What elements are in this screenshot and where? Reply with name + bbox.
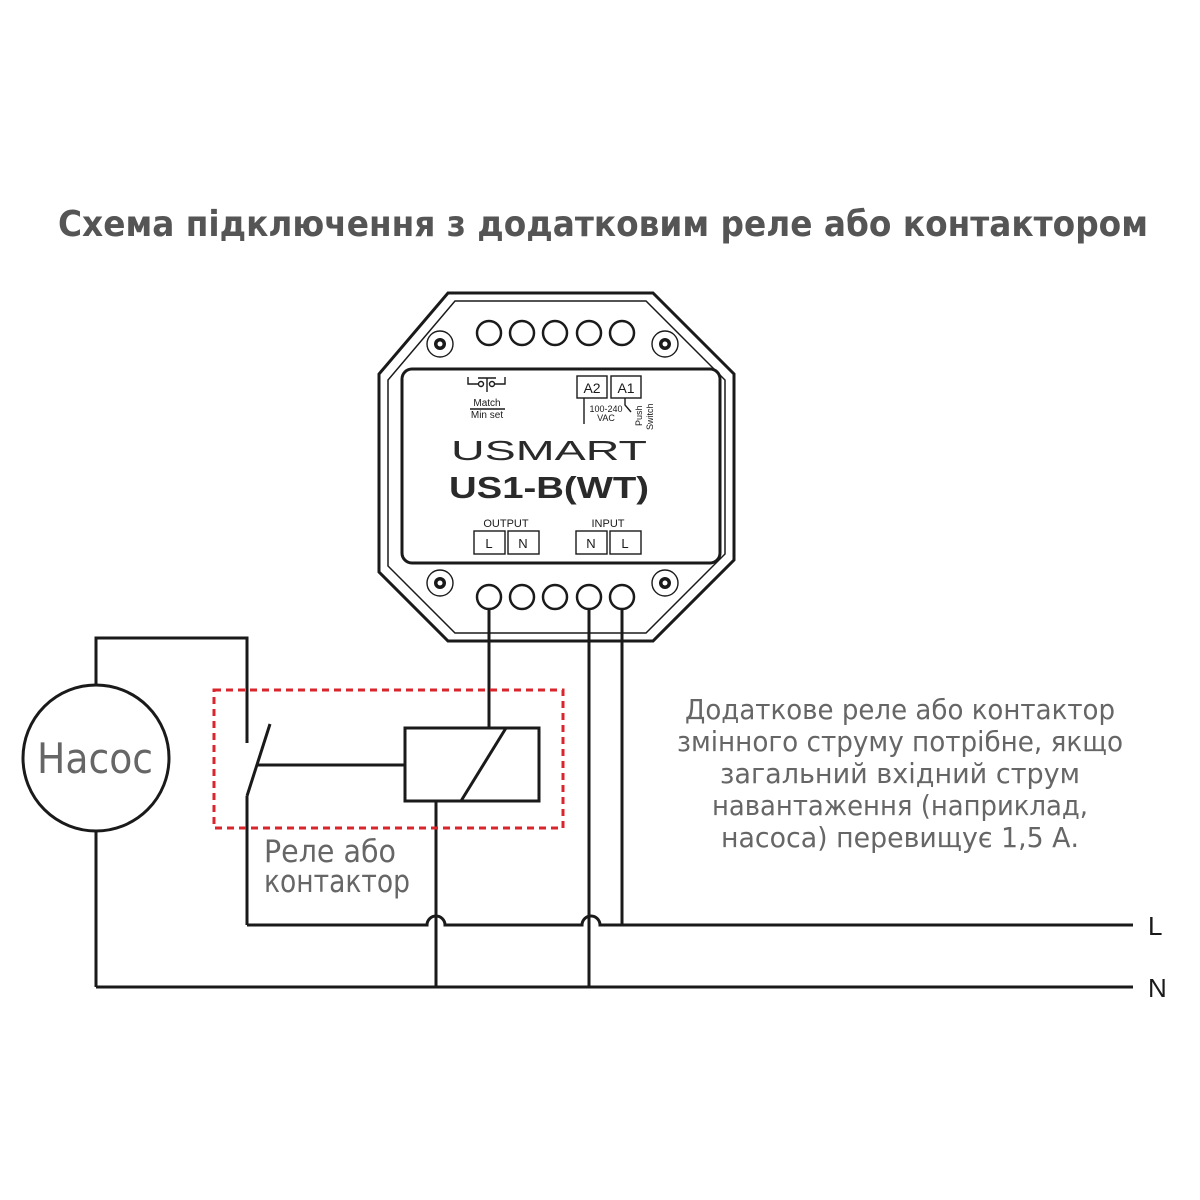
note-line-1: Додаткове реле або контактор [685, 693, 1115, 726]
device-front-panel [400, 367, 722, 565]
device-inner-shell [387, 300, 726, 634]
screw-top-right [651, 330, 679, 358]
model-label: US1-B(WT) [449, 470, 649, 505]
push-label: Push [634, 405, 644, 426]
input-label: INPUT [592, 518, 625, 530]
contact-top-wire [94, 636, 249, 743]
note-paragraph: Додаткове реле або контактор змінного ст… [677, 693, 1123, 854]
output-label: OUTPUT [483, 518, 529, 530]
voltage-label: 100-240 [589, 404, 622, 414]
terminal-top-2 [508, 319, 536, 347]
terminal-input-l [608, 583, 636, 611]
line-l-wire [247, 914, 1133, 927]
relay-dashed-box [212, 688, 565, 830]
terminal-unused [541, 583, 569, 611]
terminal-top-3 [541, 319, 569, 347]
note-line-5: насоса) перевищує 1,5 А. [721, 821, 1079, 854]
terminal-top-5 [608, 319, 636, 347]
relay-label-line2: контактор [264, 864, 410, 900]
terminal-label-a2: A2 [583, 380, 600, 396]
min-set-label: Min set [471, 410, 503, 421]
switch-label: Switch [645, 403, 655, 430]
relay-coil [403, 726, 541, 803]
relay-coil-slash [459, 727, 508, 802]
brand-label: USMART [451, 435, 647, 466]
pump-label: Насос [37, 734, 153, 783]
terminal-top-1 [475, 319, 503, 347]
terminal-top-4 [575, 319, 603, 347]
bottom-terminals [475, 583, 636, 611]
terminal-label-a1: A1 [617, 380, 634, 396]
input-l-label: L [621, 536, 628, 551]
diagram-title: Схема підключення з додатковим реле або … [58, 204, 1148, 245]
note-line-4: навантаження (наприклад, [712, 789, 1088, 822]
line-n-label: N [1148, 973, 1167, 1003]
line-l-label: L [1148, 911, 1162, 941]
terminal-input-n [575, 583, 603, 611]
relay-contact-blade [245, 723, 272, 797]
terminal-output-n [508, 583, 536, 611]
screw-bottom-left [426, 569, 454, 597]
terminal-output-l [475, 583, 503, 611]
match-label: Match [473, 398, 500, 409]
output-n-label: N [518, 536, 527, 551]
controller-device: Match Min set A2 A1 100-240 VAC Push Swi… [377, 291, 736, 643]
top-terminals [475, 319, 636, 347]
relay-label-line1: Реле або [264, 834, 396, 870]
pump-circle [21, 683, 171, 833]
output-l-label: L [485, 536, 492, 551]
match-button-symbol [467, 377, 506, 392]
screw-top-left [426, 330, 454, 358]
input-n-label: N [586, 536, 595, 551]
note-line-2: змінного струму потрібне, якщо [677, 725, 1123, 758]
vac-label: VAC [597, 413, 615, 423]
screw-bottom-right [651, 569, 679, 597]
wiring [94, 609, 1133, 989]
note-line-3: загальний вхідний струм [720, 757, 1080, 790]
